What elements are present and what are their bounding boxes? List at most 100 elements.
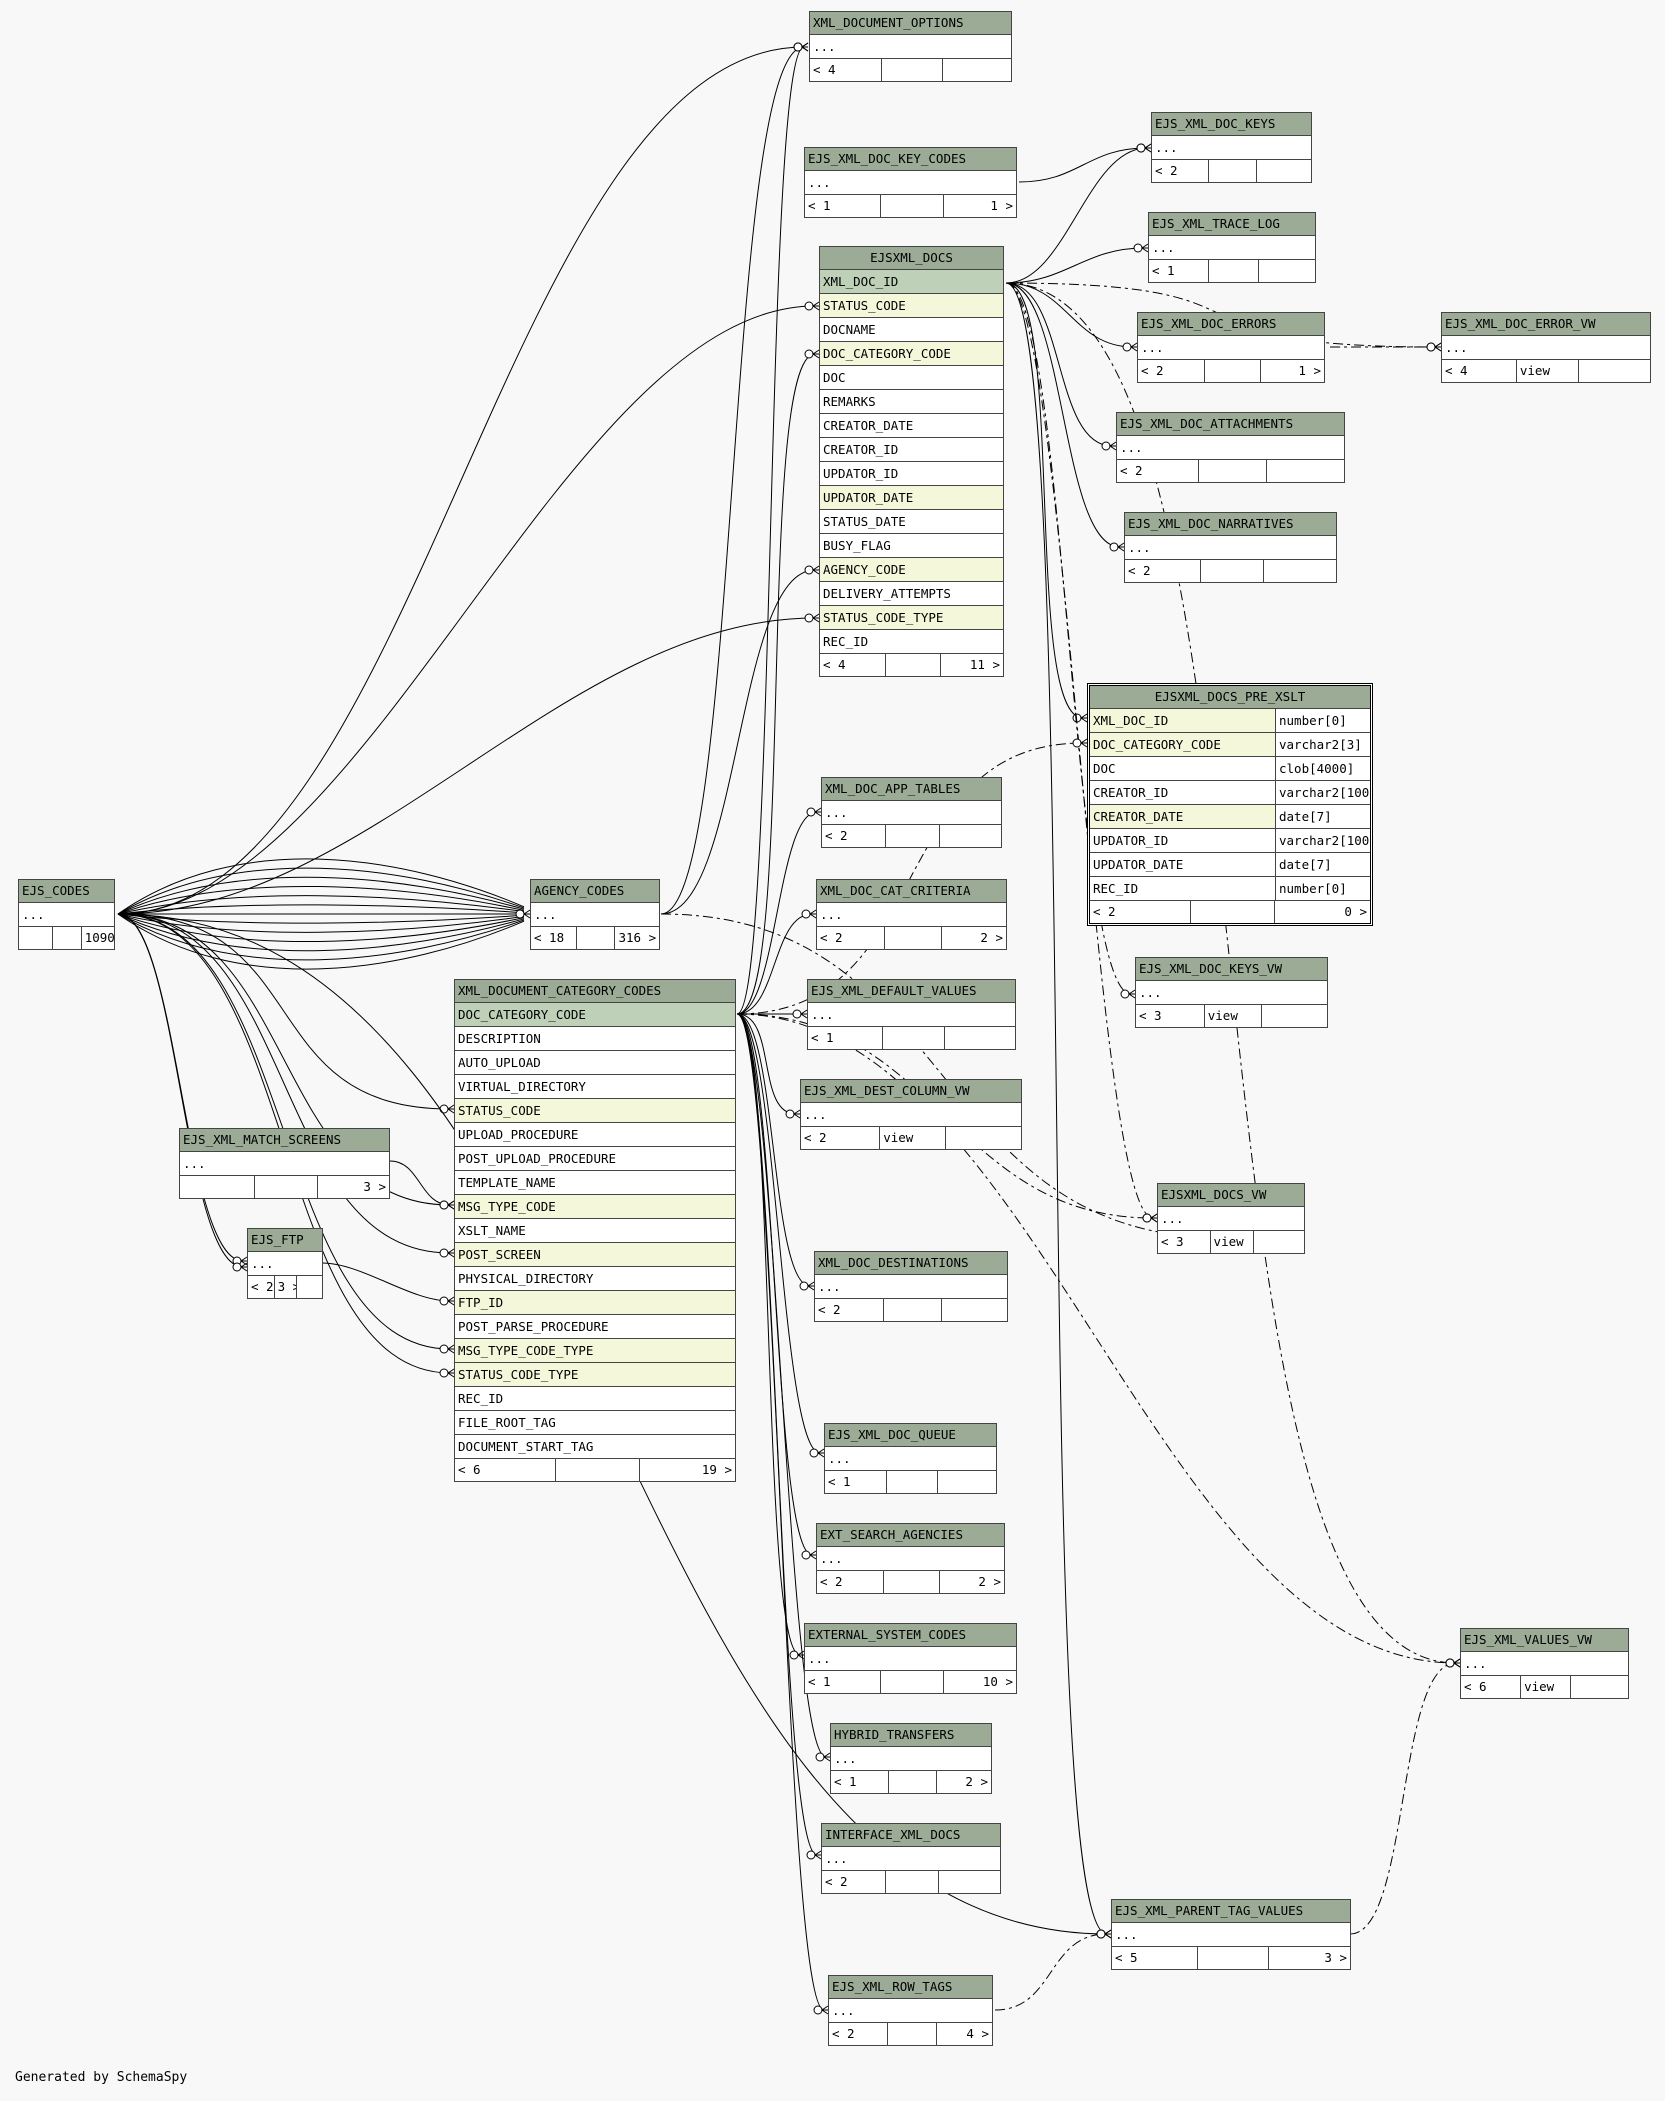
table-title[interactable]: EJS_XML_DOC_NARRATIVES bbox=[1125, 513, 1336, 536]
column-row[interactable]: CREATOR_ID bbox=[820, 438, 1003, 462]
parent-count[interactable]: < 2 bbox=[1117, 460, 1199, 482]
column-row[interactable]: UPDATOR_DATE bbox=[820, 486, 1003, 510]
footer-middle[interactable]: view bbox=[1205, 1005, 1263, 1027]
collapsed-columns[interactable]: ... bbox=[531, 903, 659, 927]
column-row[interactable]: MSG_TYPE_CODE bbox=[455, 1195, 735, 1219]
parent-count[interactable]: < 2 bbox=[815, 1299, 885, 1321]
child-count[interactable]: 1 > bbox=[1298, 363, 1321, 378]
footer-middle[interactable]: view bbox=[880, 1127, 947, 1149]
parent-count[interactable]: < 2 bbox=[1138, 360, 1205, 382]
child-count[interactable]: 10 > bbox=[982, 1674, 1013, 1689]
footer-middle[interactable] bbox=[885, 927, 942, 949]
column-row[interactable]: STATUS_CODE_TYPE bbox=[820, 606, 1003, 630]
footer-middle[interactable] bbox=[556, 1459, 640, 1481]
table-title[interactable]: EJS_XML_DOC_QUEUE bbox=[825, 1424, 996, 1447]
column-row[interactable]: FTP_ID bbox=[455, 1291, 735, 1315]
table-title[interactable]: XML_DOC_CAT_CRITERIA bbox=[817, 880, 1006, 903]
parent-count[interactable]: < 1 bbox=[831, 1771, 889, 1793]
collapsed-columns[interactable]: ... bbox=[808, 1003, 1015, 1027]
column-row[interactable]: STATUS_CODE bbox=[820, 294, 1003, 318]
child-count[interactable] bbox=[943, 59, 1011, 81]
column-row[interactable]: STATUS_CODE_TYPE bbox=[455, 1363, 735, 1387]
parent-count[interactable]: < 2 bbox=[248, 1276, 275, 1298]
footer-middle[interactable]: view bbox=[1521, 1676, 1572, 1698]
parent-count[interactable] bbox=[180, 1176, 256, 1198]
footer-middle[interactable] bbox=[884, 1299, 942, 1321]
collapsed-columns[interactable]: ... bbox=[817, 1547, 1004, 1571]
table-title[interactable]: XML_DOC_APP_TABLES bbox=[822, 778, 1001, 801]
column-row[interactable]: AGENCY_CODE bbox=[820, 558, 1003, 582]
column-row[interactable]: DESCRIPTION bbox=[455, 1027, 735, 1051]
column-row[interactable]: REMARKS bbox=[820, 390, 1003, 414]
child-count[interactable] bbox=[1267, 460, 1344, 482]
column-row[interactable]: TEMPLATE_NAME bbox=[455, 1171, 735, 1195]
collapsed-columns[interactable]: ... bbox=[1442, 336, 1650, 360]
child-count[interactable] bbox=[942, 1299, 1007, 1321]
parent-count[interactable]: < 2 bbox=[1152, 160, 1210, 182]
table-title[interactable]: AGENCY_CODES bbox=[531, 880, 659, 903]
footer-middle[interactable] bbox=[1201, 560, 1265, 582]
footer-middle[interactable]: 3 > bbox=[275, 1276, 297, 1298]
child-count[interactable]: 0 > bbox=[1344, 904, 1367, 919]
table-ejs-xml-trace-log[interactable]: EJS_XML_TRACE_LOG...< 1 bbox=[1148, 212, 1316, 283]
footer-middle[interactable] bbox=[255, 1176, 318, 1198]
parent-count[interactable]: < 4 bbox=[810, 59, 883, 81]
footer-middle[interactable] bbox=[882, 59, 943, 81]
parent-count[interactable]: < 2 bbox=[829, 2023, 888, 2045]
parent-count[interactable]: < 2 bbox=[1090, 901, 1191, 923]
column-row[interactable]: POST_UPLOAD_PROCEDURE bbox=[455, 1147, 735, 1171]
footer-middle[interactable] bbox=[883, 1027, 945, 1049]
child-count[interactable] bbox=[1571, 1676, 1628, 1698]
parent-count[interactable]: < 3 bbox=[1158, 1231, 1211, 1253]
table-ejs-xml-match-screens[interactable]: EJS_XML_MATCH_SCREENS...3 > bbox=[179, 1128, 390, 1199]
table-title[interactable]: XML_DOCUMENT_CATEGORY_CODES bbox=[455, 980, 735, 1003]
parent-count[interactable]: < 2 bbox=[822, 1871, 887, 1893]
column-row[interactable]: DOC_CATEGORY_CODE bbox=[455, 1003, 735, 1027]
footer-middle[interactable] bbox=[884, 1571, 941, 1593]
footer-middle[interactable] bbox=[1199, 460, 1267, 482]
collapsed-columns[interactable]: ... bbox=[831, 1747, 991, 1771]
collapsed-columns[interactable]: ... bbox=[1117, 436, 1344, 460]
collapsed-columns[interactable]: ... bbox=[817, 903, 1006, 927]
child-count[interactable] bbox=[1579, 360, 1650, 382]
column-row[interactable]: VIRTUAL_DIRECTORY bbox=[455, 1075, 735, 1099]
column-row[interactable]: BUSY_FLAG bbox=[820, 534, 1003, 558]
table-title[interactable]: EJS_XML_DEFAULT_VALUES bbox=[808, 980, 1015, 1003]
table-title[interactable]: EJS_XML_DOC_KEY_CODES bbox=[805, 148, 1016, 171]
child-count[interactable]: 1090 > bbox=[84, 930, 114, 945]
footer-middle[interactable] bbox=[577, 927, 616, 949]
footer-middle[interactable] bbox=[881, 1671, 945, 1693]
footer-middle[interactable]: view bbox=[1517, 360, 1580, 382]
parent-count[interactable]: < 2 bbox=[801, 1127, 881, 1149]
table-title[interactable]: EJS_XML_MATCH_SCREENS bbox=[180, 1129, 389, 1152]
child-count[interactable] bbox=[1257, 160, 1311, 182]
table-title[interactable]: INTERFACE_XML_DOCS bbox=[822, 1824, 1000, 1847]
collapsed-columns[interactable]: ... bbox=[1461, 1652, 1628, 1676]
child-count[interactable] bbox=[1254, 1231, 1304, 1253]
footer-middle[interactable] bbox=[1209, 160, 1257, 182]
footer-middle[interactable] bbox=[889, 1771, 937, 1793]
collapsed-columns[interactable]: ... bbox=[815, 1275, 1007, 1299]
parent-count[interactable]: < 2 bbox=[817, 927, 886, 949]
table-title[interactable]: EJS_CODES bbox=[19, 880, 114, 903]
footer-middle[interactable] bbox=[1205, 360, 1261, 382]
table-title[interactable]: EJS_FTP bbox=[248, 1229, 322, 1252]
footer-middle[interactable] bbox=[1198, 1947, 1270, 1969]
table-xml-doc-app-tables[interactable]: XML_DOC_APP_TABLES...< 2 bbox=[821, 777, 1002, 848]
table-title[interactable]: EJSXML_DOCS bbox=[820, 247, 1003, 270]
table-ejs-xml-doc-attachments[interactable]: EJS_XML_DOC_ATTACHMENTS...< 2 bbox=[1116, 412, 1345, 483]
column-row[interactable]: DOCUMENT_START_TAG bbox=[455, 1435, 735, 1459]
child-count[interactable]: 3 > bbox=[1324, 1950, 1347, 1965]
